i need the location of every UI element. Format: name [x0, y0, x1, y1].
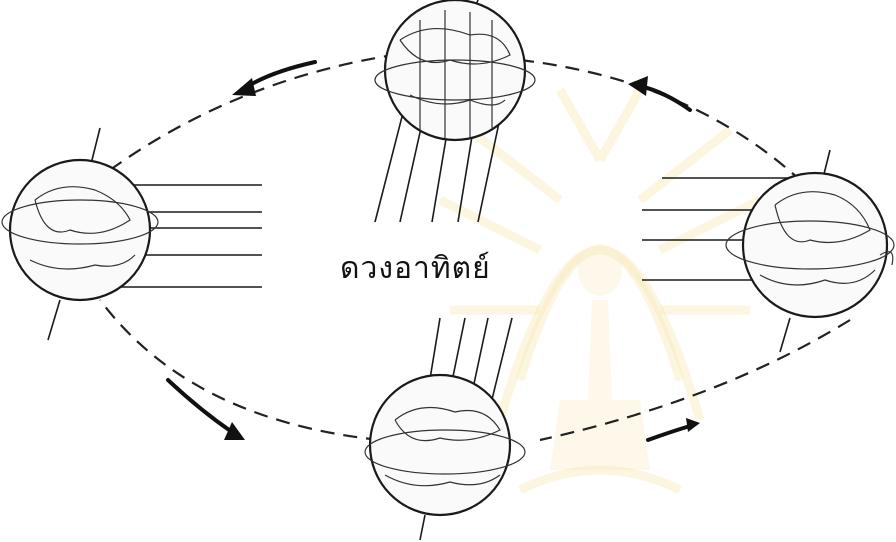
orbit-arrow-bottom-right: [648, 418, 700, 440]
earth-globe-bottom: [365, 375, 525, 540]
sun-label: ดวงอาทิตย์: [340, 245, 491, 292]
earth-globe-top: [375, 0, 535, 140]
earth-globe-left: [2, 128, 158, 340]
orbit-arrow-top-left: [232, 62, 315, 96]
orbit-arrow-bottom-left: [168, 380, 245, 440]
earth-globe-right: [726, 150, 894, 352]
